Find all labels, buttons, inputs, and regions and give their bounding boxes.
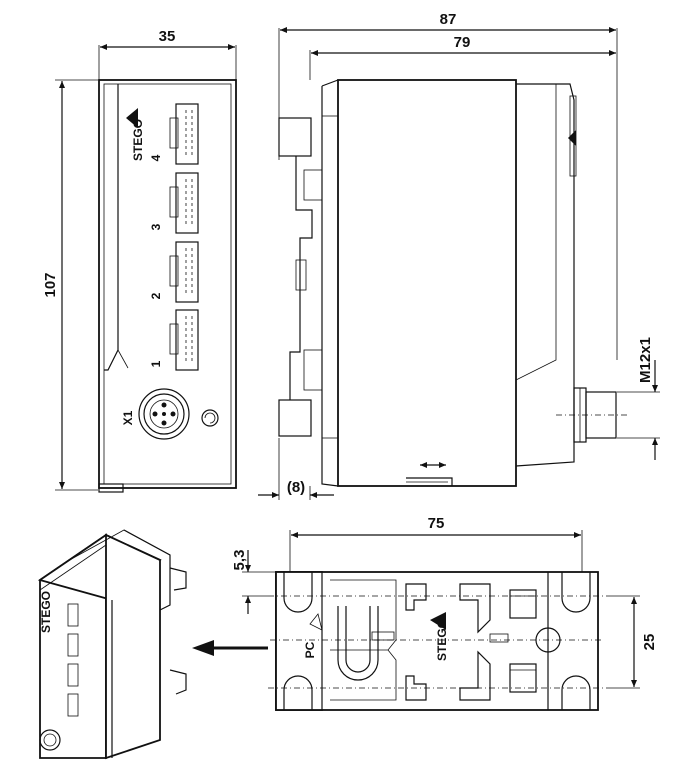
dimension-hole-offset: 5,3 bbox=[231, 550, 251, 614]
dimension-height-front: 107 bbox=[42, 81, 65, 489]
brand-logo-front: STEGO bbox=[131, 119, 145, 161]
view-arrow-icon bbox=[192, 640, 268, 656]
port-1: 1 bbox=[149, 309, 199, 371]
din-rail-clip bbox=[278, 115, 338, 439]
dimension-depth-total-label: 87 bbox=[440, 11, 457, 28]
slide-direction-icon bbox=[406, 462, 453, 486]
dimension-connector-thread-label: M12x1 bbox=[637, 337, 654, 383]
dimension-depth-total: 87 bbox=[280, 11, 616, 33]
dimension-depth-housing-label: 79 bbox=[454, 34, 471, 51]
isometric-view: STEGO bbox=[37, 529, 187, 760]
front-view: 35 107 STEGO 4 3 bbox=[42, 28, 237, 493]
port-3: 3 bbox=[149, 172, 199, 234]
dimension-height-front-label: 107 bbox=[42, 272, 59, 297]
pc-label: PC bbox=[303, 641, 317, 658]
m12-connector-side bbox=[556, 387, 628, 443]
mounting-hole-top-right bbox=[561, 572, 591, 613]
rotate-symbol-icon bbox=[201, 409, 219, 427]
mounting-hole-bottom-left bbox=[283, 675, 313, 710]
side-view: 87 79 bbox=[258, 11, 660, 500]
dimension-hole-offset-label: 5,3 bbox=[231, 550, 248, 571]
connector-label: X1 bbox=[121, 410, 135, 425]
mounting-hole-top-left bbox=[283, 572, 313, 613]
dimension-rail-offset: (8) bbox=[258, 479, 334, 498]
dimension-connector-thread: M12x1 bbox=[637, 337, 658, 460]
dimension-rail-offset-label: (8) bbox=[287, 479, 305, 496]
dimension-rail-length: 75 bbox=[291, 515, 581, 538]
side-housing bbox=[337, 79, 517, 487]
m12-connector-front bbox=[138, 388, 190, 440]
port-2: 2 bbox=[149, 241, 199, 303]
dimension-width-front-label: 35 bbox=[159, 28, 176, 45]
port-2-label: 2 bbox=[149, 292, 163, 299]
port-4-label: 4 bbox=[149, 154, 163, 161]
dimension-rail-length-label: 75 bbox=[428, 515, 445, 532]
brand-triangle-icon bbox=[126, 108, 138, 128]
dimension-hole-spacing-label: 25 bbox=[641, 634, 658, 651]
dimension-hole-spacing: 25 bbox=[631, 597, 658, 687]
front-housing bbox=[98, 79, 237, 489]
port-1-label: 1 bbox=[149, 360, 163, 367]
dimension-width-front: 35 bbox=[100, 28, 235, 50]
dimension-depth-housing: 79 bbox=[311, 34, 616, 56]
mounting-hole-bottom-right bbox=[561, 675, 591, 710]
brand-logo-iso: STEGO bbox=[39, 591, 53, 633]
port-3-label: 3 bbox=[149, 223, 163, 230]
port-4: 4 bbox=[149, 103, 199, 165]
bottom-view: 75 STEGO bbox=[231, 515, 658, 711]
